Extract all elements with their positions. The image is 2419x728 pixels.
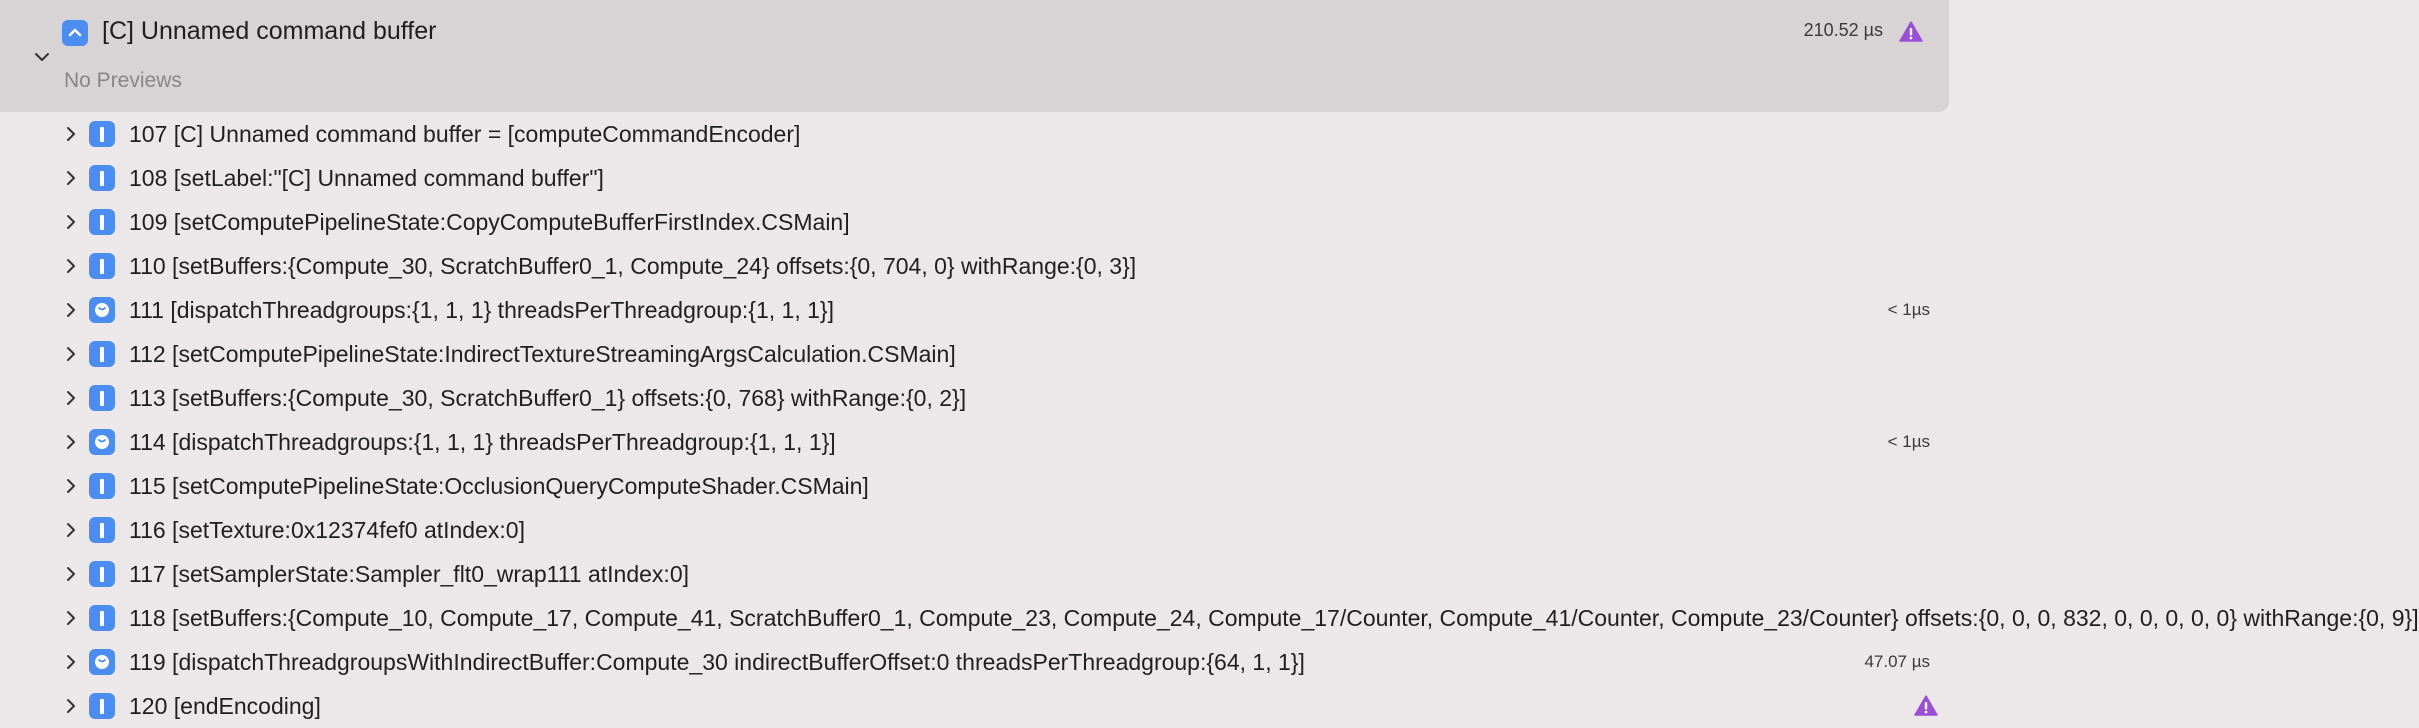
api-call-label: 112 [setComputePipelineState:IndirectTex… (129, 341, 956, 367)
api-call-row[interactable]: 113 [setBuffers:{Compute_30, ScratchBuff… (0, 376, 1964, 420)
expand-chevron-icon[interactable] (62, 343, 80, 365)
expand-chevron-icon[interactable] (62, 387, 80, 409)
api-call-label: 110 [setBuffers:{Compute_30, ScratchBuff… (129, 253, 1137, 279)
api-call-icon (89, 473, 115, 499)
api-call-label: 114 [dispatchThreadgroups:{1, 1, 1} thre… (129, 429, 836, 455)
api-call-label: 111 [dispatchThreadgroups:{1, 1, 1} thre… (129, 297, 834, 323)
warning-triangle-icon[interactable] (1914, 694, 1938, 718)
expand-chevron-icon[interactable] (62, 255, 80, 277)
expand-chevron-icon[interactable] (62, 211, 80, 233)
expand-chevron-icon[interactable] (62, 607, 80, 629)
api-call-row[interactable]: 115 [setComputePipelineState:OcclusionQu… (0, 464, 1964, 508)
expand-chevron-icon[interactable] (62, 519, 80, 541)
api-call-icon (89, 517, 115, 543)
api-call-label: 115 [setComputePipelineState:OcclusionQu… (129, 473, 869, 499)
dispatch-icon (89, 429, 115, 455)
header-duration: 210.52 µs (1803, 20, 1883, 40)
command-buffer-header[interactable]: [C] Unnamed command buffer No Previews 2… (0, 0, 1949, 112)
collapse-chevron-icon[interactable] (31, 46, 53, 68)
api-call-label: 113 [setBuffers:{Compute_30, ScratchBuff… (129, 385, 967, 411)
api-call-icon (89, 341, 115, 367)
api-call-label: 109 [setComputePipelineState:CopyCompute… (129, 209, 850, 235)
api-call-row[interactable]: 107 [C] Unnamed command buffer = [comput… (0, 112, 1964, 156)
api-call-icon (89, 209, 115, 235)
expand-chevron-icon[interactable] (62, 651, 80, 673)
api-call-row[interactable]: 117 [setSamplerState:Sampler_flt0_wrap11… (0, 552, 1964, 596)
warning-triangle-icon[interactable] (1899, 20, 1923, 44)
expand-chevron-icon[interactable] (62, 563, 80, 585)
api-call-icon (89, 693, 115, 719)
api-call-icon (89, 385, 115, 411)
expand-chevron-icon[interactable] (62, 123, 80, 145)
api-call-label: 118 [setBuffers:{Compute_10, Compute_17,… (129, 605, 2419, 631)
dispatch-icon (89, 649, 115, 675)
api-call-duration: < 1µs (1887, 432, 1930, 451)
command-buffer-icon (62, 20, 88, 46)
api-call-row[interactable]: 111 [dispatchThreadgroups:{1, 1, 1} thre… (0, 288, 1964, 332)
api-call-row[interactable]: 118 [setBuffers:{Compute_10, Compute_17,… (0, 596, 2419, 640)
api-call-row[interactable]: 119 [dispatchThreadgroupsWithIndirectBuf… (0, 640, 1964, 684)
api-call-label: 117 [setSamplerState:Sampler_flt0_wrap11… (129, 561, 689, 587)
api-call-label: 119 [dispatchThreadgroupsWithIndirectBuf… (129, 649, 1305, 675)
header-title: [C] Unnamed command buffer (102, 17, 437, 45)
api-call-duration: < 1µs (1887, 300, 1930, 319)
api-call-icon (89, 561, 115, 587)
expand-chevron-icon[interactable] (62, 299, 80, 321)
api-call-row[interactable]: 116 [setTexture:0x12374fef0 atIndex:0] (0, 508, 1964, 552)
header-subtitle: No Previews (64, 69, 182, 92)
api-call-row[interactable]: 109 [setComputePipelineState:CopyCompute… (0, 200, 1964, 244)
api-call-icon (89, 605, 115, 631)
api-call-label: 120 [endEncoding] (129, 693, 321, 719)
expand-chevron-icon[interactable] (62, 695, 80, 717)
api-call-row[interactable]: 114 [dispatchThreadgroups:{1, 1, 1} thre… (0, 420, 1964, 464)
api-call-label: 107 [C] Unnamed command buffer = [comput… (129, 121, 801, 147)
api-call-icon (89, 121, 115, 147)
api-call-row[interactable]: 108 [setLabel:"[C] Unnamed command buffe… (0, 156, 1964, 200)
dispatch-icon (89, 297, 115, 323)
expand-chevron-icon[interactable] (62, 167, 80, 189)
api-call-row[interactable]: 120 [endEncoding] (0, 684, 1964, 728)
api-call-row[interactable]: 112 [setComputePipelineState:IndirectTex… (0, 332, 1964, 376)
expand-chevron-icon[interactable] (62, 475, 80, 497)
api-call-list: 107 [C] Unnamed command buffer = [comput… (0, 112, 2419, 728)
api-call-label: 116 [setTexture:0x12374fef0 atIndex:0] (129, 517, 525, 543)
api-call-duration: 47.07 µs (1864, 652, 1930, 671)
api-call-label: 108 [setLabel:"[C] Unnamed command buffe… (129, 165, 604, 191)
api-call-row[interactable]: 110 [setBuffers:{Compute_30, ScratchBuff… (0, 244, 1964, 288)
api-call-icon (89, 165, 115, 191)
expand-chevron-icon[interactable] (62, 431, 80, 453)
api-call-icon (89, 253, 115, 279)
